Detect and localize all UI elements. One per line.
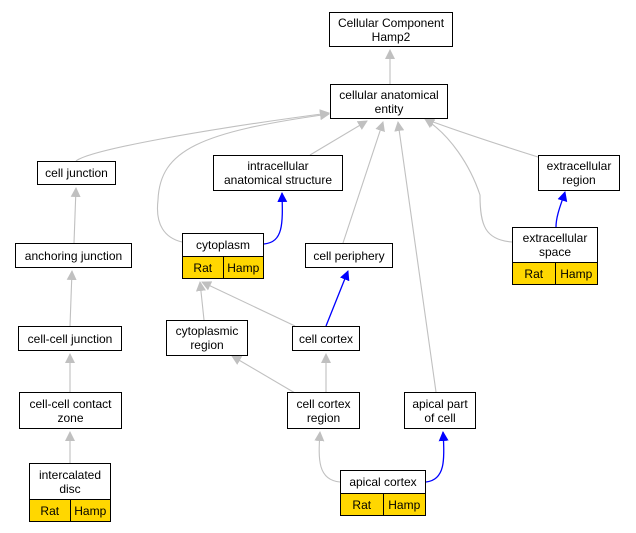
annotation-species: Rat — [183, 257, 223, 278]
edge-cytoplasm-to-intracellular — [263, 192, 288, 245]
annotation-gene: Hamp — [69, 500, 110, 521]
node-cytoplasm[interactable]: cytoplasm — [182, 233, 264, 257]
edge-cytoplasmic-region-to-cytoplasm — [195, 281, 206, 321]
edge-cortex-region-to-cytoplasmic-region — [231, 355, 296, 394]
node-cell-cortex[interactable]: cell cortex — [292, 326, 360, 351]
edge-extracellular-space-to-extracellular-region — [555, 191, 568, 228]
edge-apical-cortex-to-apical-part — [425, 431, 449, 483]
node-root[interactable]: Cellular Component Hamp2 — [329, 12, 453, 47]
edge-cell-junction-to-cae — [75, 109, 330, 162]
edge-apical-part-to-cae — [394, 121, 437, 393]
annotation-gene: Hamp — [554, 263, 597, 284]
node-cell-junction[interactable]: cell junction — [37, 161, 116, 185]
node-cytoplasmic-region[interactable]: cytoplasmic region — [166, 320, 248, 356]
node-intercalated-disc[interactable]: intercalated disc — [29, 463, 111, 500]
annotation-row-apical-cortex: Rat Hamp — [340, 494, 426, 516]
node-apical-part-of-cell[interactable]: apical part of cell — [404, 392, 476, 429]
edge-anchoring-to-cell-junction — [70, 187, 81, 244]
node-cellular-anatomical-entity[interactable]: cellular anatomical entity — [330, 84, 448, 119]
edge-cell-cell-junction-to-anchoring — [66, 270, 77, 327]
annotation-species: Rat — [341, 494, 383, 515]
edge-cell-cortex-to-cell-periphery — [325, 270, 350, 327]
annotation-row-cytoplasm: Rat Hamp — [182, 257, 264, 279]
annotation-gene: Hamp — [382, 494, 425, 515]
edge-cytoplasm-to-cae — [156, 110, 330, 243]
edge-intracellular-to-cae — [309, 120, 368, 156]
node-extracellular-space[interactable]: extracellular space — [512, 227, 598, 263]
node-cell-cortex-region[interactable]: cell cortex region — [287, 392, 360, 429]
edges — [65, 49, 568, 483]
annotation-gene: Hamp — [222, 257, 263, 278]
node-extracellular-region[interactable]: extracellular region — [538, 155, 620, 191]
node-cell-cell-contact-zone[interactable]: cell-cell contact zone — [19, 392, 122, 429]
annotation-species: Rat — [30, 500, 70, 521]
node-cell-cell-junction[interactable]: cell-cell junction — [18, 326, 122, 351]
edge-extracellular-region-to-cae — [424, 117, 539, 158]
edge-extracellular-space-to-cae — [424, 118, 513, 243]
node-cell-periphery[interactable]: cell periphery — [305, 243, 393, 268]
edge-cell-cortex-to-cytoplasm — [201, 281, 296, 327]
annotation-row-extracellular-space: Rat Hamp — [512, 263, 598, 285]
annotation-row-intercalated-disc: Rat Hamp — [29, 500, 111, 522]
annotation-species: Rat — [513, 263, 555, 284]
node-apical-cortex[interactable]: apical cortex — [340, 470, 426, 494]
edge-cell-periphery-to-cae — [342, 121, 385, 244]
node-intracellular-anatomical-structure[interactable]: intracellular anatomical structure — [213, 155, 343, 191]
edge-apical-cortex-to-cortex-region — [314, 431, 341, 483]
node-anchoring-junction[interactable]: anchoring junction — [15, 243, 132, 268]
